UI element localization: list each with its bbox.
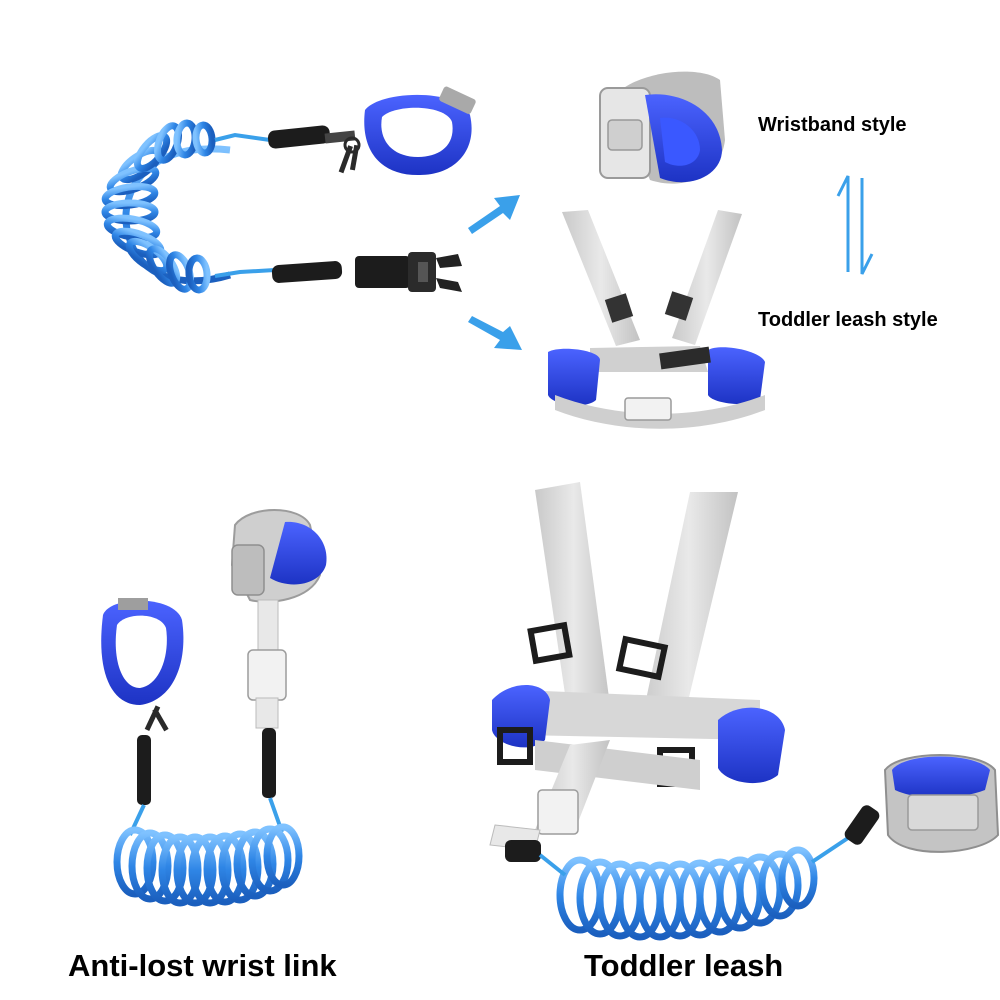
key-icon	[144, 705, 169, 732]
anti-lost-wrist-link-image	[101, 509, 327, 907]
top-coil	[101, 119, 232, 294]
bottom-right-coil	[556, 846, 818, 941]
key-icon	[338, 136, 361, 174]
toddler-leash-label: Toddler leash	[584, 948, 784, 983]
wristband-style-label: Wristband style	[758, 114, 907, 136]
anti-lost-wrist-link-label: Anti-lost wrist link	[68, 948, 337, 983]
swap-arrows-icon	[836, 175, 874, 275]
toddler-leash-style-label: Toddler leash style	[758, 309, 938, 331]
bottom-connector	[271, 261, 343, 283]
arrow-right-up-icon	[468, 195, 520, 234]
wristband-style-image	[599, 71, 725, 184]
arrow-right-down-icon	[468, 316, 522, 350]
top-wrist-link	[101, 86, 476, 294]
top-connector	[267, 125, 331, 149]
top-wristband	[364, 86, 476, 176]
black-buckle	[355, 252, 462, 292]
toddler-leash-style-image	[548, 210, 765, 429]
toddler-leash-image	[489, 482, 1000, 941]
bottom-left-coil	[113, 823, 303, 907]
